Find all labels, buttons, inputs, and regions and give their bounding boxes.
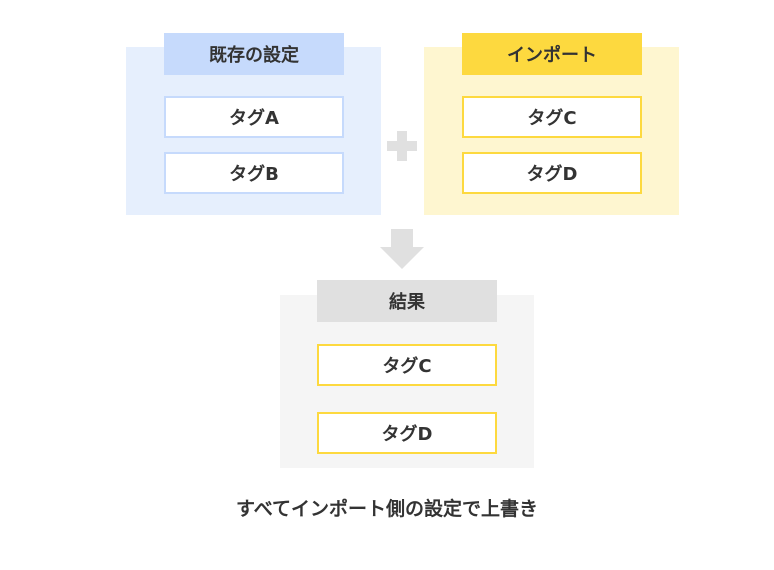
caption-text: すべてインポート側の設定で上書き: [236, 497, 538, 520]
import-tag-d: タグD: [462, 152, 642, 194]
plus-icon: [387, 131, 417, 161]
existing-tag-a: タグA: [164, 96, 344, 138]
result-tag-c: タグC: [317, 344, 497, 386]
arrow-down-icon: [380, 229, 424, 269]
existing-settings-panel: 既存の設定 タグA タグB: [126, 33, 381, 215]
result-title: 結果: [317, 280, 497, 322]
result-panel: 結果 タグC タグD: [280, 280, 534, 468]
import-title: インポート: [462, 33, 642, 75]
existing-tag-b: タグB: [164, 152, 344, 194]
existing-settings-title: 既存の設定: [164, 33, 344, 75]
result-tag-d: タグD: [317, 412, 497, 454]
import-tag-c: タグC: [462, 96, 642, 138]
import-panel: インポート タグC タグD: [424, 33, 679, 215]
